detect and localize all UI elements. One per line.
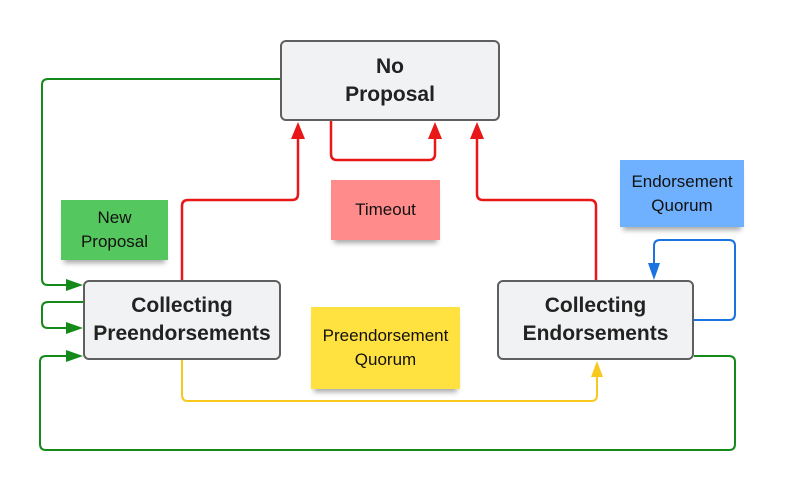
state-collecting-preendorsements-label: Collecting Preendorsements bbox=[93, 294, 271, 345]
arrowhead-no-proposal-self-loop bbox=[428, 122, 442, 139]
edge-preendorsements-to-endorsements bbox=[181, 360, 598, 402]
note-timeout: Timeout bbox=[331, 180, 440, 240]
note-preendorsement-quorum-label: Preendorsement Quorum bbox=[322, 326, 449, 369]
arrowhead-endorsements-to-no-proposal bbox=[470, 122, 484, 139]
edge-endorsements-self-loop bbox=[653, 239, 736, 321]
note-endorsement-quorum: Endorsement Quorum bbox=[620, 160, 744, 227]
state-no-proposal-label: No Proposal bbox=[345, 54, 435, 106]
arrowhead-preendorsements-to-endorsements bbox=[591, 361, 603, 377]
note-timeout-label: Timeout bbox=[355, 200, 416, 219]
state-collecting-preendorsements: Collecting Preendorsements bbox=[83, 280, 281, 360]
arrowhead-no-proposal-to-preendorsements bbox=[66, 279, 83, 291]
edge-no-proposal-to-preendorsements bbox=[41, 78, 280, 286]
note-preendorsement-quorum: Preendorsement Quorum bbox=[311, 307, 460, 389]
note-new-proposal: New Proposal bbox=[61, 200, 168, 260]
state-collecting-endorsements: Collecting Endorsements bbox=[497, 280, 694, 360]
arrowhead-preendorsements-self-loop bbox=[66, 322, 83, 334]
edge-no-proposal-self-loop bbox=[329, 121, 437, 162]
edge-preendorsements-to-no-proposal bbox=[180, 138, 300, 280]
arrowhead-endorsements-self-loop bbox=[648, 263, 660, 280]
edge-preendorsements-self-loop bbox=[41, 301, 84, 329]
state-no-proposal: No Proposal bbox=[280, 40, 500, 121]
edge-endorsements-to-no-proposal bbox=[475, 138, 598, 280]
arrowhead-preendorsements-to-no-proposal bbox=[291, 122, 305, 139]
note-endorsement-quorum-label: Endorsement Quorum bbox=[631, 171, 733, 215]
arrowhead-endorsements-to-preendorsements bbox=[66, 350, 83, 362]
note-new-proposal-label: New Proposal bbox=[80, 208, 149, 251]
edge-endorsements-to-preendorsements bbox=[39, 355, 736, 451]
state-collecting-endorsements-label: Collecting Endorsements bbox=[522, 294, 669, 345]
